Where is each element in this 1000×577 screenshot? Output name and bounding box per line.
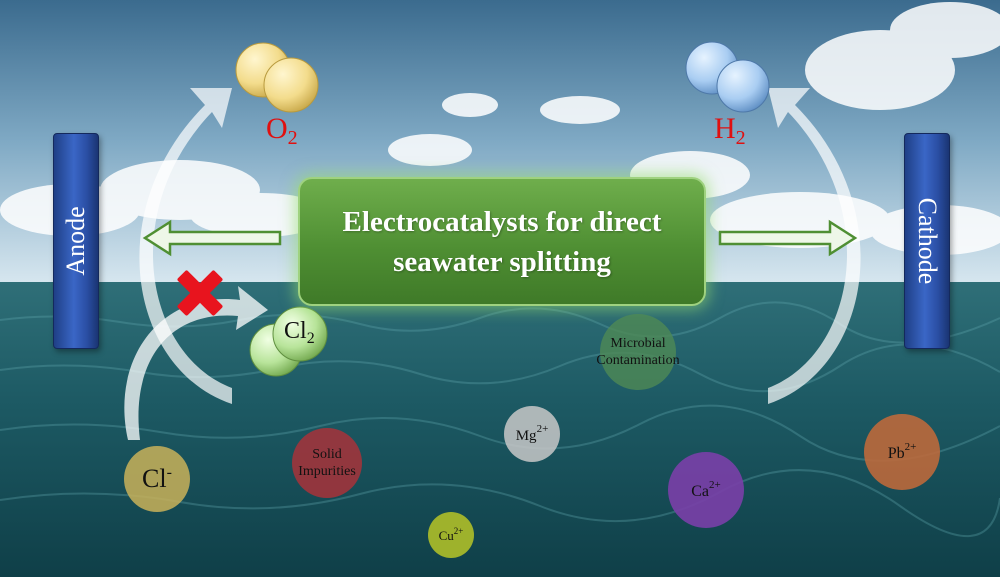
calcium-ion: Ca2+ <box>668 452 744 528</box>
solid-impurities-line1: Solid <box>312 447 342 462</box>
lead-charge: 2+ <box>904 441 917 453</box>
magnesium-charge: 2+ <box>536 423 549 435</box>
anode-label: Anode <box>61 206 90 276</box>
chloride-symbol: Cl <box>142 464 167 493</box>
calcium-symbol: Ca <box>691 483 710 500</box>
anode-electrode: Anode <box>53 133 99 349</box>
left-pointing-arrow <box>142 219 282 257</box>
oxygen-label: O2 <box>266 112 298 150</box>
oxygen-subscript: 2 <box>287 127 298 149</box>
hydrogen-subscript: 2 <box>735 127 746 149</box>
microbial-line1: Microbial <box>610 336 666 351</box>
hydrogen-label: H2 <box>714 112 746 150</box>
hydrogen-symbol: H <box>714 112 736 145</box>
magnesium-symbol: Mg <box>515 428 537 444</box>
solid-impurities-particle: Solid Impurities <box>292 428 362 498</box>
title-box: Electrocatalysts for direct seawater spl… <box>298 177 706 306</box>
chlorine-subscript: 2 <box>306 330 315 347</box>
magnesium-ion: Mg2+ <box>504 406 560 462</box>
lead-ion: Pb2+ <box>864 414 940 490</box>
chlorine-molecule-icon <box>249 306 328 377</box>
copper-ion: Cu2+ <box>428 512 474 558</box>
chlorine-symbol: Cl <box>284 318 307 344</box>
calcium-charge: 2+ <box>709 479 721 491</box>
diagram-title: Electrocatalysts for direct seawater spl… <box>342 205 662 278</box>
solid-impurities-line2: Impurities <box>298 464 356 479</box>
lead-symbol: Pb <box>887 445 905 462</box>
microbial-line2: Contamination <box>596 353 680 368</box>
hydrogen-molecule-icon <box>685 41 770 113</box>
blocked-cross-icon <box>177 270 223 316</box>
chloride-ion: Cl- <box>124 446 190 512</box>
oxygen-symbol: O <box>266 112 288 145</box>
oxygen-molecule-icon <box>235 42 319 113</box>
chloride-charge: - <box>166 464 172 481</box>
microbial-contamination-particle: Microbial Contamination <box>596 314 680 390</box>
chlorine-label: Cl2 <box>284 318 315 348</box>
chloride-oxidation-arc-arrow <box>124 286 268 440</box>
cathode-label: Cathode <box>913 197 942 285</box>
cathode-electrode: Cathode <box>904 133 950 349</box>
cathode-hydrogen-arc-arrow <box>768 88 861 404</box>
right-pointing-arrow <box>718 219 858 257</box>
copper-charge: 2+ <box>453 526 464 536</box>
copper-symbol: Cu <box>438 528 454 543</box>
